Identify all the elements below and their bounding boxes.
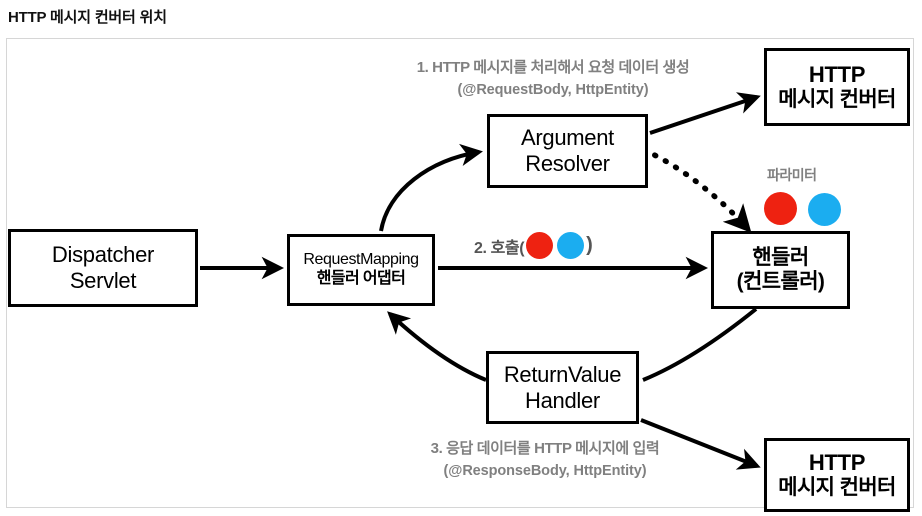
node-handler-controller-line-2: (컨트롤러) bbox=[736, 270, 825, 293]
node-dispatcher-servlet-line-1: Dispatcher bbox=[51, 242, 155, 268]
arrow-handler-to-returnvalue bbox=[642, 307, 758, 382]
annotation-call-label: 2. 호출( ) bbox=[474, 232, 593, 259]
node-argument-resolver: Argument Resolver bbox=[487, 114, 648, 188]
node-http-message-converter-top: HTTP 메시지 컨버터 bbox=[764, 48, 910, 126]
node-argument-resolver-line-2: Resolver bbox=[525, 151, 610, 176]
node-http-message-converter-bottom: HTTP 메시지 컨버터 bbox=[764, 438, 910, 512]
node-http-message-converter-bottom-line-1: HTTP bbox=[808, 450, 866, 476]
node-handler-controller-line-1: 핸들러 bbox=[752, 245, 809, 269]
annotation-request-flow-line-2: (@RequestBody, HttpEntity) bbox=[457, 81, 649, 98]
parameter-red-dot-icon bbox=[764, 192, 797, 225]
node-handler-controller: 핸들러 (컨트롤러) bbox=[711, 231, 850, 309]
annotation-response-flow-line-2: (@ResponseBody, HttpEntity) bbox=[443, 462, 647, 479]
annotation-request-flow-line-1: 1. HTTP 메시지를 처리해서 요청 데이터 생성 bbox=[416, 59, 690, 76]
node-argument-resolver-line-1: Argument bbox=[521, 125, 614, 151]
node-returnvalue-handler-line-1: ReturnValue bbox=[503, 361, 622, 387]
arrow-returnvalue-to-http-converter-bottom bbox=[640, 418, 761, 470]
arrow-argument-resolver-to-http-converter-top bbox=[649, 92, 761, 135]
arrow-argument-resolver-to-handler-dotted bbox=[641, 147, 752, 233]
node-returnvalue-handler: ReturnValue Handler bbox=[486, 351, 639, 424]
node-dispatcher-servlet: Dispatcher Servlet bbox=[8, 229, 198, 307]
annotation-response-flow: 3. 응답 데이터를 HTTP 메시지에 입력 (@ResponseBody, … bbox=[355, 438, 735, 482]
node-requestmapping-handler-adapter: RequestMapping 핸들러 어댑터 bbox=[287, 234, 435, 306]
node-http-message-converter-top-line-2: 메시지 컨버터 bbox=[778, 87, 896, 111]
arrow-returnvalue-to-adapter bbox=[387, 311, 487, 382]
call-red-dot-icon bbox=[526, 232, 554, 259]
node-dispatcher-servlet-line-2: Servlet bbox=[69, 268, 137, 293]
page-title: HTTP 메시지 컨버터 위치 bbox=[8, 9, 167, 26]
annotation-parameter-label: 파라미터 bbox=[767, 167, 817, 183]
arrow-adapter-to-argument-resolver bbox=[379, 143, 483, 232]
annotation-call-label-close: ) bbox=[586, 234, 593, 256]
call-blue-dot-icon bbox=[557, 232, 585, 259]
node-returnvalue-handler-line-2: Handler bbox=[525, 387, 600, 413]
node-http-message-converter-top-line-1: HTTP bbox=[808, 62, 866, 88]
node-http-message-converter-bottom-line-2: 메시지 컨버터 bbox=[778, 475, 896, 499]
annotation-response-flow-line-1: 3. 응답 데이터를 HTTP 메시지에 입력 bbox=[430, 440, 660, 457]
node-requestmapping-handler-adapter-line-2: 핸들러 어댑터 bbox=[316, 270, 406, 287]
node-requestmapping-handler-adapter-line-1: RequestMapping bbox=[303, 251, 419, 269]
annotation-call-label-text: 2. 호출( bbox=[474, 239, 525, 257]
parameter-blue-dot-icon bbox=[808, 193, 841, 226]
annotation-request-flow: 1. HTTP 메시지를 처리해서 요청 데이터 생성 (@RequestBod… bbox=[363, 57, 743, 101]
